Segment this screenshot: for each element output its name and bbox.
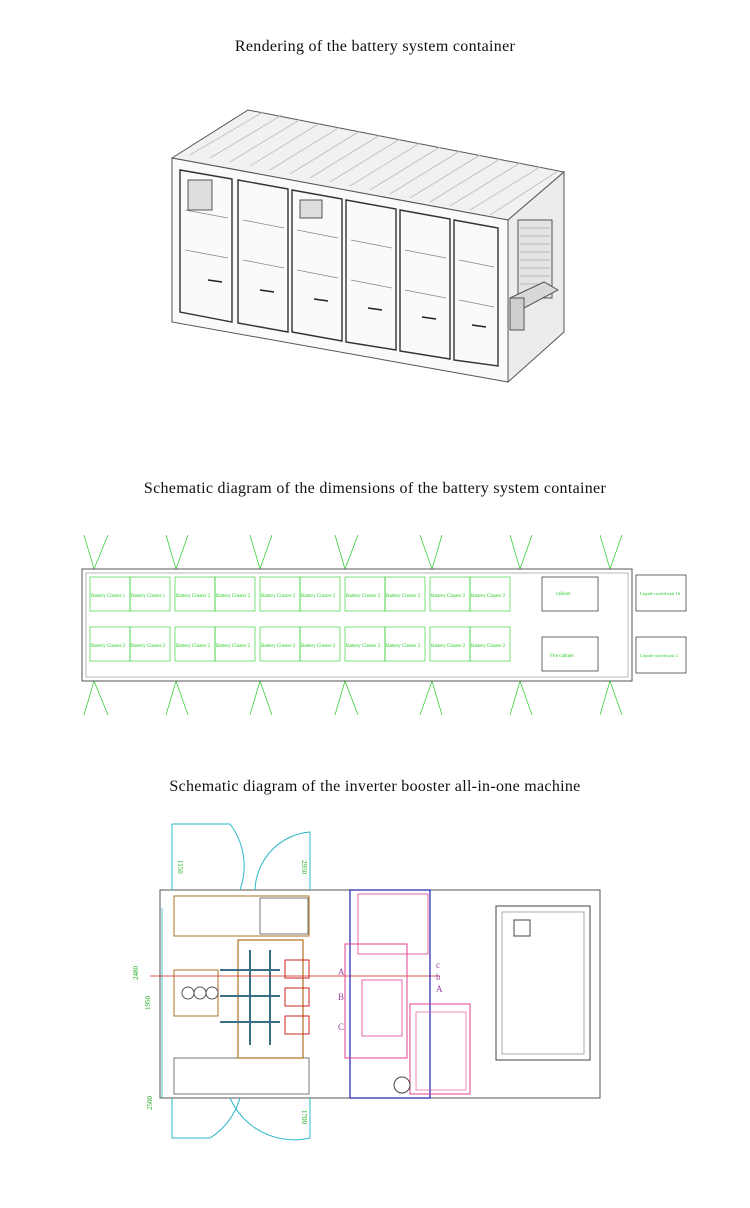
cluster-label: Battery Cluster 2 xyxy=(176,594,211,599)
cluster-label: Battery Cluster 2 xyxy=(471,644,506,649)
cluster-label: Battery Cluster 2 xyxy=(261,594,296,599)
dim-label: 1150 xyxy=(176,860,184,874)
cluster-label: Battery Cluster 2 xyxy=(91,644,126,649)
cluster-label: Battery Cluster 2 xyxy=(216,594,251,599)
phase-label-b: B xyxy=(338,992,344,1002)
dim-label: 2500 xyxy=(146,1096,154,1111)
phase-label-a-right: A xyxy=(436,984,443,994)
cluster-label: Battery Cluster 2 xyxy=(301,594,336,599)
cluster-label: Battery Cluster 2 xyxy=(471,594,506,599)
dim-label: 2480 xyxy=(132,966,140,981)
phase-label-c-right: c xyxy=(436,960,440,970)
inverter-plan: A B C c b A 1150 2950 2480 1950 2500 170… xyxy=(132,823,601,1141)
dim-label: 2950 xyxy=(300,860,308,875)
dim-label: 1950 xyxy=(144,996,152,1011)
phase-label-b-right: b xyxy=(436,972,441,982)
cluster-label: Battery Cluster 2 xyxy=(176,644,211,649)
cluster-label: Battery Cluster 1 xyxy=(131,594,166,599)
liquid-unit-2-label: Liquid-cooled unit 2 xyxy=(640,653,678,658)
cluster-label: Battery Cluster 2 xyxy=(431,594,466,599)
rendering-caption: Rendering of the battery system containe… xyxy=(234,38,516,55)
cluster-label: Battery Cluster 2 xyxy=(386,644,421,649)
cluster-label: Battery Cluster 2 xyxy=(386,594,421,599)
dim-label: 1700 xyxy=(300,1110,308,1125)
dimension-schematic: Battery Cluster 1 Battery Cluster 1 Batt… xyxy=(81,535,687,715)
cluster-label: Battery Cluster 2 xyxy=(261,644,296,649)
liquid-unit-1-label: Liquid-cooled unit 1# xyxy=(640,591,681,596)
cluster-label: Battery Cluster 2 xyxy=(431,644,466,649)
cluster-label: Battery Cluster 2 xyxy=(131,644,166,649)
phase-label-c: C xyxy=(338,1022,344,1032)
dimensions-caption: Schematic diagram of the dimensions of t… xyxy=(143,480,607,497)
cluster-label: Battery Cluster 2 xyxy=(301,644,336,649)
inverter-caption: Schematic diagram of the inverter booste… xyxy=(169,778,581,795)
cabinet-label: cabinet xyxy=(556,592,571,597)
cluster-label: Battery Cluster 2 xyxy=(216,644,251,649)
phase-label-a: A xyxy=(338,967,345,977)
fire-cabinet-label: Fire cabinet xyxy=(550,654,574,659)
cluster-label: Battery Cluster 1 xyxy=(91,594,126,599)
container-rendering xyxy=(170,109,566,384)
cluster-label: Battery Cluster 2 xyxy=(346,644,381,649)
cluster-label: Battery Cluster 2 xyxy=(346,594,381,599)
